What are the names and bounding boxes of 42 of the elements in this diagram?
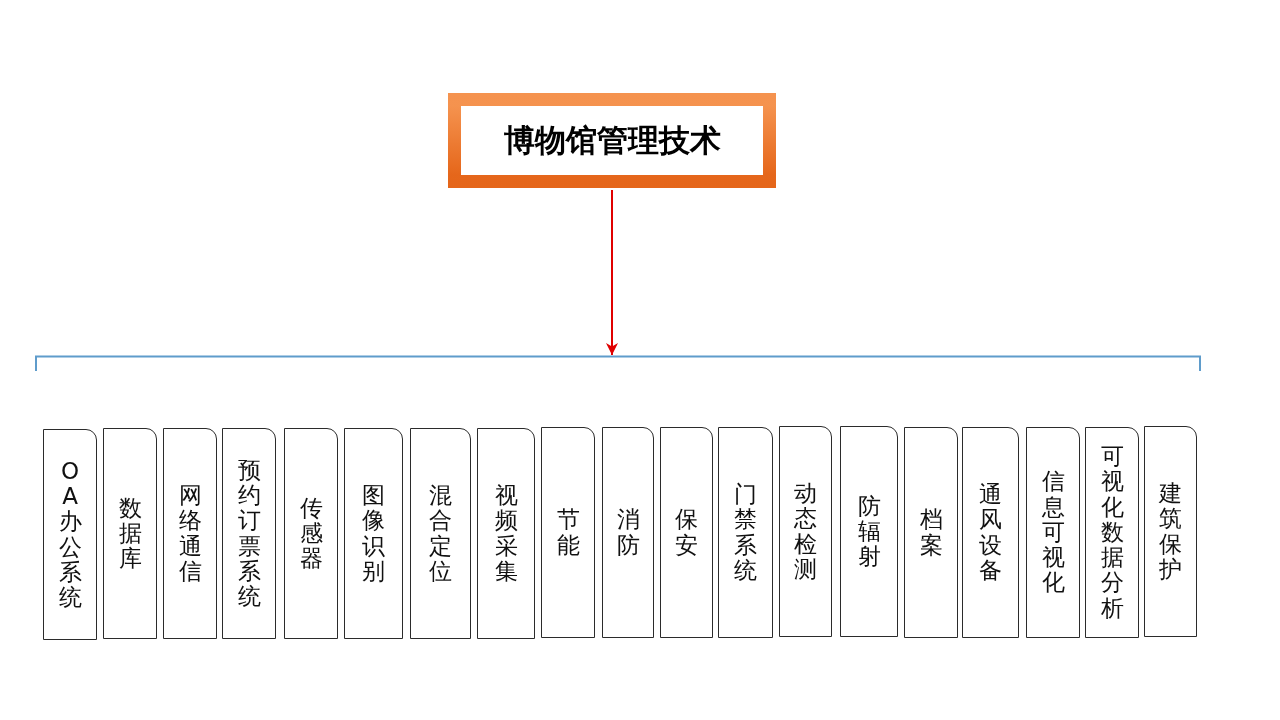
tab-label: 数据库 [118,495,142,572]
category-tab [477,428,535,639]
category-tab [779,426,832,637]
tab-label: 传感器 [299,495,323,572]
tab-label: 防辐射 [857,493,881,570]
category-tab [904,427,958,638]
category-tab [962,427,1019,638]
tab-label: 图像识别 [362,482,385,585]
tab-label: 通风设备 [979,481,1002,584]
category-tab [284,428,338,639]
category-tab [1144,426,1197,637]
tab-label: 门禁系统 [734,481,757,584]
category-tab [602,427,654,638]
tab-label: 预约订票系统 [237,457,261,610]
tab-label: 网络通信 [178,482,202,585]
tab-label: 档案 [919,507,943,558]
category-tab [344,428,403,639]
category-tab [718,427,773,638]
tab-label: 建筑保护 [1159,480,1182,583]
category-tab [222,428,276,639]
category-tab [163,428,217,639]
category-tab [1026,427,1080,638]
arrow [606,189,618,356]
tab-label: 混合定位 [429,482,452,585]
category-tab [840,426,898,637]
category-tab [541,427,595,638]
title-label: 博物馆管理技术 [503,121,721,160]
tab-label: 节能 [556,507,580,558]
tab-label: 消防 [616,507,640,558]
tab-label: OA办公系统 [58,458,82,611]
category-tab [1085,427,1139,638]
tab-label: 可视化数据分析 [1100,443,1124,622]
category-tab [660,427,713,638]
tab-label: 视频采集 [494,482,518,585]
bracket [35,355,1201,372]
category-tab [43,429,97,640]
tab-label: 动态检测 [794,480,817,583]
category-tab [103,428,157,639]
tab-label: 保安 [675,507,698,558]
tab-label: 信息可视化 [1041,469,1065,596]
category-tab [410,428,471,639]
title-box [448,93,776,188]
